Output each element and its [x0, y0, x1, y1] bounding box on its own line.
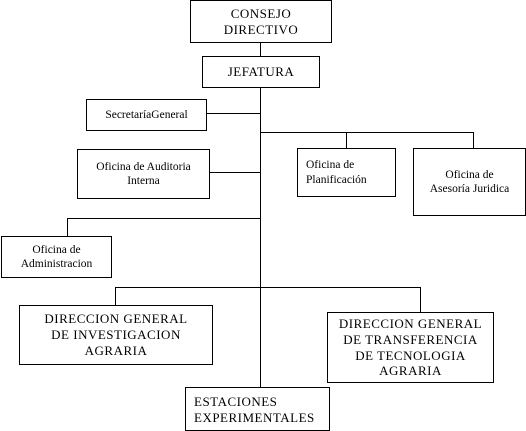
node-jefatura-text: JEFATURA [228, 64, 295, 80]
node-oficina-auditoria: Oficina de Auditoria Interna [77, 149, 210, 199]
node-line: Asesoría Juridica [429, 183, 510, 195]
node-secretaria-general: SecretaríaGeneral [86, 99, 207, 131]
node-line: Oficina de [306, 159, 355, 172]
node-line: SecretaríaGeneral [105, 108, 188, 121]
node-consejo-directivo-text: CONSEJO DIRECTIVO [224, 6, 299, 38]
node-line: DE TRANSFERENCIA [343, 331, 478, 347]
node-line: DE INVESTIGACION [51, 327, 181, 343]
node-oficina-administracion: Oficina de Administracion [1, 236, 112, 278]
node-line: JEFATURA [227, 64, 295, 80]
node-estaciones-experimentales: ESTACIONES EXPERIMENTALES [185, 387, 330, 431]
node-oficina-planificacion-text: Oficina de Planificación [306, 158, 367, 186]
node-line: EXPERIMENTALES [194, 409, 315, 425]
node-line: CONSEJO [230, 5, 292, 21]
node-line: Administracion [20, 258, 93, 270]
node-secretaria-general-text: SecretaríaGeneral [105, 108, 187, 122]
node-line: AGRARIA [379, 363, 442, 379]
node-line: DIRECCION GENERAL [338, 315, 483, 331]
node-oficina-asesoria: Oficina de Asesoría Juridica [413, 148, 526, 216]
node-line: Interna [127, 175, 160, 187]
node-oficina-administracion-text: Oficina de Administracion [21, 243, 93, 271]
node-jefatura: JEFATURA [202, 56, 320, 88]
node-line: Oficina de [32, 243, 81, 256]
node-estaciones-experimentales-text: ESTACIONES EXPERIMENTALES [194, 394, 315, 426]
node-line: DIRECCION GENERAL [44, 311, 188, 327]
node-line: AGRARIA [84, 342, 148, 358]
node-oficina-planificacion: Oficina de Planificación [297, 148, 396, 197]
node-line: ESTACIONES [194, 394, 278, 409]
node-consejo-directivo: CONSEJO DIRECTIVO [190, 0, 332, 43]
node-line: DE TECNOLOGIA [355, 347, 466, 363]
node-line: Oficina de Auditoria [96, 160, 191, 173]
node-direccion-investigacion: DIRECCION GENERAL DE INVESTIGACION AGRAR… [19, 305, 213, 365]
node-direccion-transferencia: DIRECCION GENERAL DE TRANSFERENCIA DE TE… [327, 312, 494, 383]
node-oficina-asesoria-text: Oficina de Asesoría Juridica [430, 168, 510, 196]
node-line: DIRECTIVO [223, 21, 299, 37]
node-direccion-transferencia-text: DIRECCION GENERAL DE TRANSFERENCIA DE TE… [339, 316, 482, 379]
node-line: Oficina de [445, 168, 494, 181]
node-line: Planificación [306, 173, 367, 186]
node-direccion-investigacion-text: DIRECCION GENERAL DE INVESTIGACION AGRAR… [44, 311, 187, 359]
node-oficina-auditoria-text: Oficina de Auditoria Interna [96, 160, 191, 188]
